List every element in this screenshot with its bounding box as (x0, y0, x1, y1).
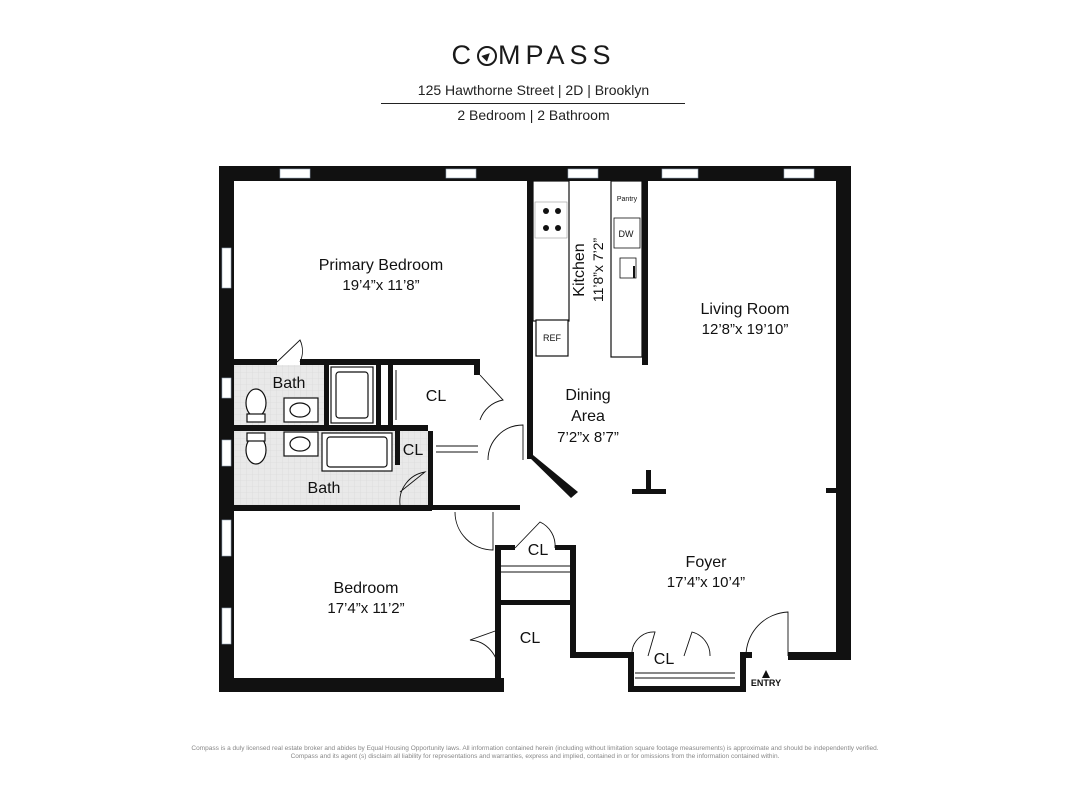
bedroom-name: Bedroom (334, 580, 399, 597)
living-room-name: Living Room (701, 301, 790, 318)
brand-name-post: MPASS (497, 40, 616, 70)
legal-disclaimer: Compass is a duly licensed real estate b… (191, 745, 879, 760)
dining-name-line2: Area (571, 408, 605, 425)
bath-1-name: Bath (273, 375, 306, 392)
dining-dims: 7’2”x 8’7” (557, 429, 619, 446)
stove-burners-icon (543, 208, 561, 231)
bath-2-name: Bath (308, 480, 341, 497)
primary-bedroom-dims: 19’4”x 11’8” (342, 277, 419, 294)
bathtub-icon (321, 366, 393, 472)
entry-arrow-icon (762, 670, 770, 678)
compass-logo: C MPASS (0, 40, 1067, 71)
pantry-label: Pantry (617, 196, 638, 203)
kitchen-dims: 11’8”x 7’2” (590, 238, 606, 303)
toilet-icon (245, 388, 267, 465)
foyer-name: Foyer (686, 554, 728, 571)
bedroom-dims: 17’4”x 11’2” (327, 600, 404, 617)
closet-2-name: CL (403, 442, 424, 459)
dining-name-line1: Dining (565, 387, 610, 404)
header-divider (381, 103, 685, 104)
door-swings (276, 339, 789, 673)
kitchen-counters (532, 180, 643, 358)
kitchen-name: Kitchen (571, 243, 588, 296)
closet-5-name: CL (654, 651, 675, 668)
closet-shelves (395, 370, 735, 679)
closet-1-name: CL (426, 388, 447, 405)
listing-summary: 2 Bedroom | 2 Bathroom (457, 107, 610, 123)
refrigerator-label: REF (543, 333, 562, 343)
compass-o-icon (476, 46, 497, 66)
closet-3-name: CL (528, 542, 549, 559)
closet-4-name: CL (520, 630, 541, 647)
sink-icon (283, 397, 319, 457)
foyer-dims: 17’4”x 10’4” (667, 574, 745, 591)
primary-bedroom-name: Primary Bedroom (319, 257, 443, 274)
windows (221, 168, 815, 645)
brand-name-pre: C (451, 40, 476, 70)
listing-header: C MPASS 125 Hawthorne Street | 2D | Brook… (0, 0, 1067, 130)
dishwasher-label: DW (619, 229, 634, 239)
entry-label: ENTRY (751, 678, 781, 688)
listing-address: 125 Hawthorne Street | 2D | Brooklyn (417, 82, 650, 98)
living-room-dims: 12’8”x 19’10” (702, 321, 789, 338)
